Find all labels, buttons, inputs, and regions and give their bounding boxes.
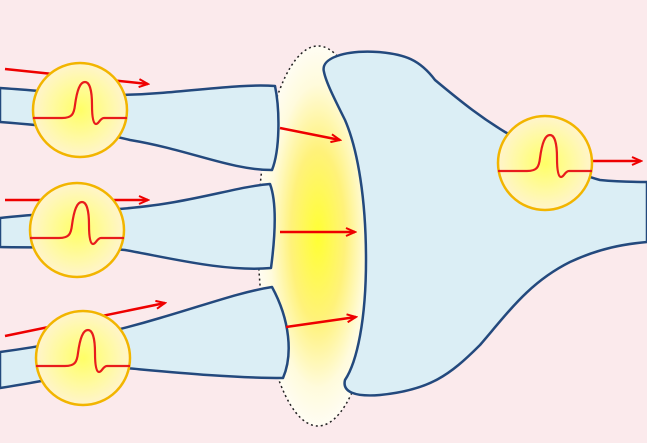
action-potential-icon: [498, 133, 592, 179]
spike-badge-input-2: [28, 181, 126, 279]
synaptic-transmission-arrow-1: [279, 126, 340, 140]
spike-badge-output: [496, 114, 594, 212]
action-potential-icon: [30, 200, 124, 246]
spike-badge-input-1: [31, 61, 129, 159]
action-potential-icon: [36, 328, 130, 374]
action-potential-icon: [33, 80, 127, 126]
synaptic-transmission-arrow-3: [285, 317, 356, 329]
postsynaptic-neuron: [322, 50, 647, 397]
spike-badge-input-3: [34, 309, 132, 407]
